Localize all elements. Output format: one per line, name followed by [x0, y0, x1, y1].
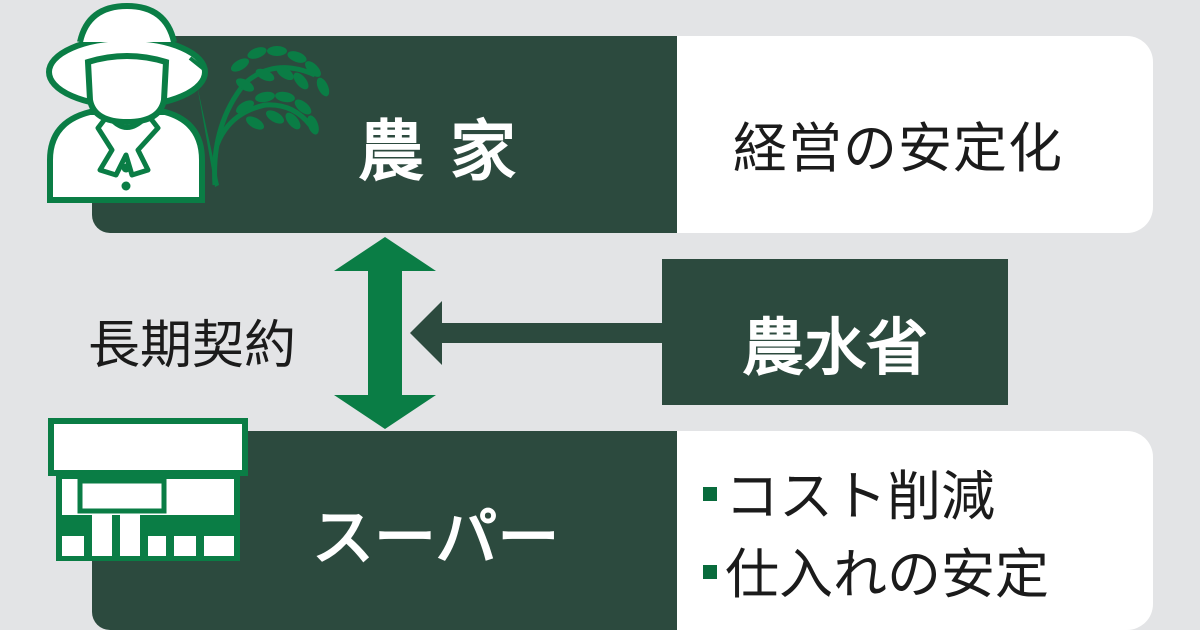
- farmer-benefit-panel: [677, 36, 1153, 233]
- farmer-label: 農家: [358, 113, 542, 190]
- left-arrow-icon: [410, 301, 666, 365]
- benefit-text: 仕入れの安定: [725, 542, 1049, 606]
- double-vertical-arrow-icon: [334, 237, 436, 429]
- supermarket-label: スーパー: [312, 501, 560, 574]
- list-item: 仕入れの安定: [703, 530, 1049, 608]
- bullet-square-icon: [703, 565, 717, 579]
- ministry-label: 農水省: [741, 311, 928, 384]
- farmer-with-hat-icon: [46, 2, 208, 203]
- contract-label: 長期契約: [88, 316, 297, 376]
- ministry-box: 農水省: [662, 259, 1008, 405]
- supermarket-benefit-panel: [677, 431, 1153, 630]
- benefit-text: コスト削減: [725, 464, 995, 528]
- rice-plant-icon: [197, 46, 330, 187]
- list-item: コスト削減: [703, 452, 1049, 530]
- supermarket-benefit-list: コスト削減 仕入れの安定: [703, 452, 1049, 608]
- farmer-benefit: 経営の安定化: [733, 117, 1063, 180]
- bullet-square-icon: [703, 487, 717, 501]
- store-icon: [48, 418, 248, 561]
